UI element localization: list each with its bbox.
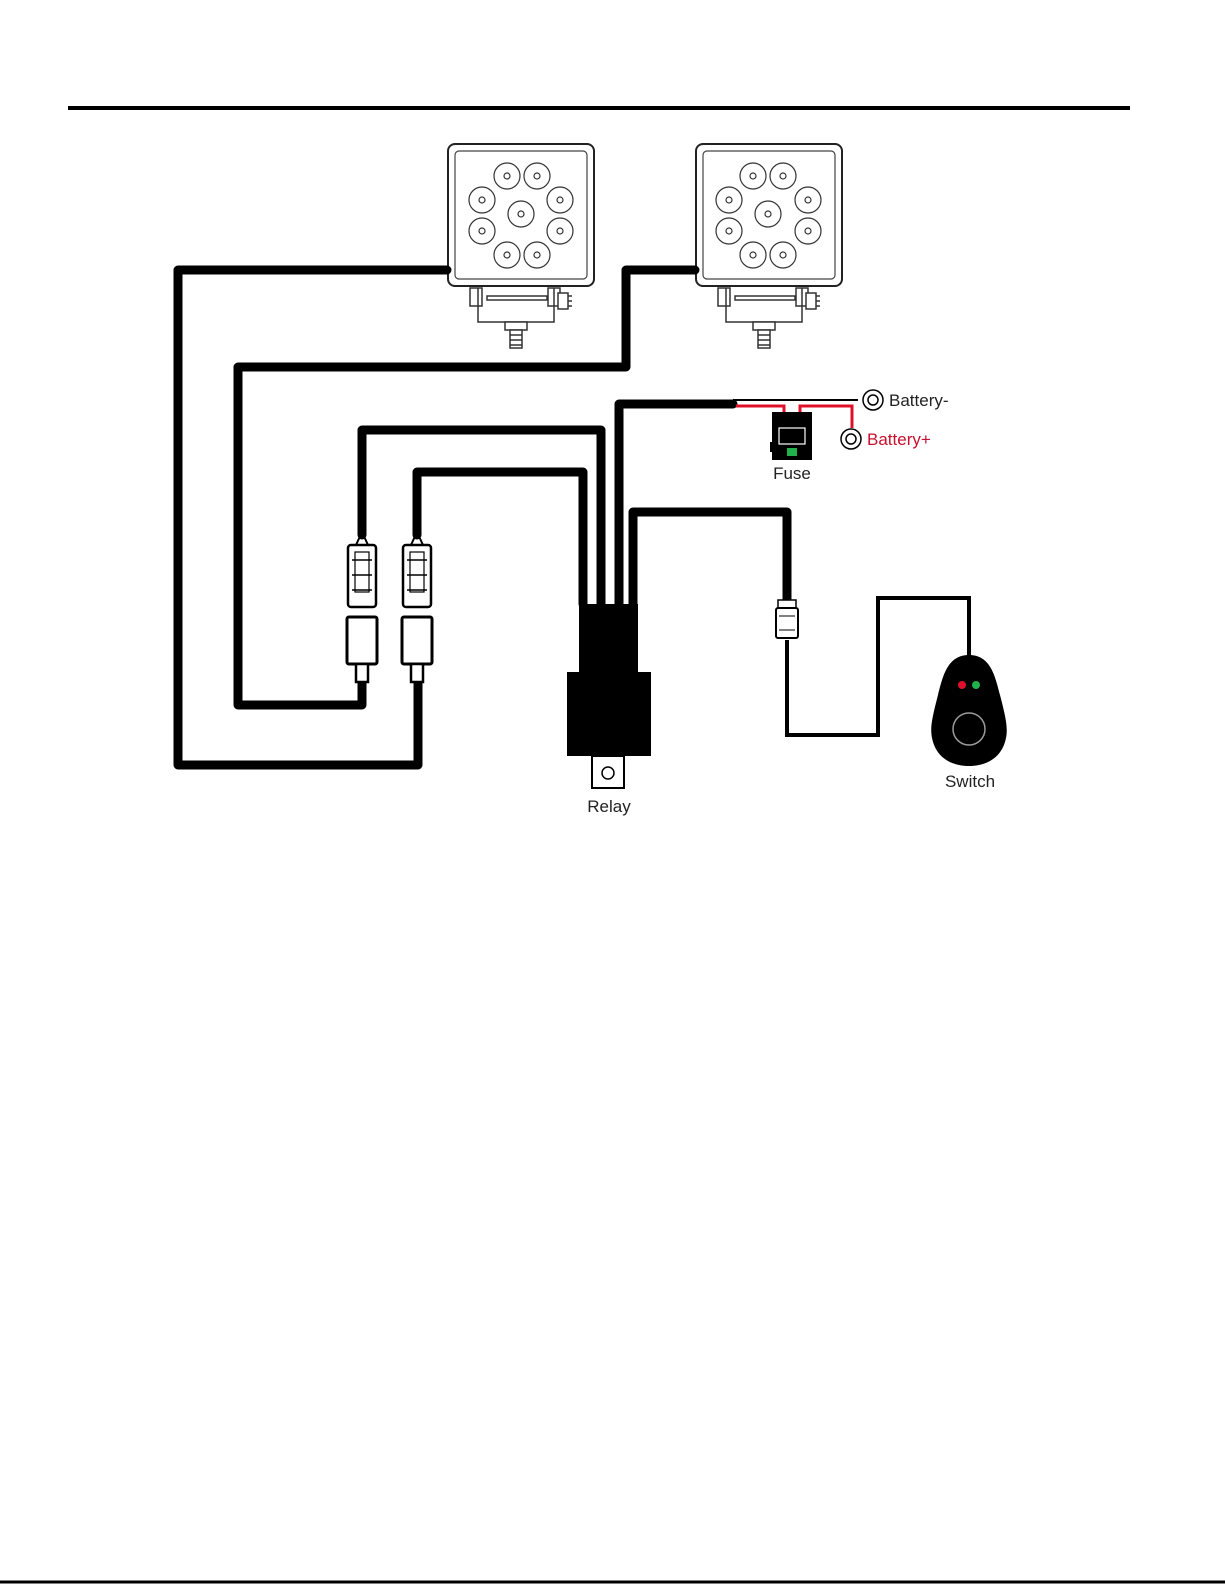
work-light-2	[696, 144, 842, 348]
switch-plug	[776, 600, 798, 638]
connector-right	[402, 532, 432, 682]
switch-led-green	[972, 681, 980, 689]
relay-to-switch-wire	[633, 512, 787, 604]
switch-label: Switch	[945, 772, 995, 791]
switch-led-red	[958, 681, 966, 689]
relay-to-connector-right-wire	[417, 472, 583, 604]
light-1-wire	[178, 270, 447, 765]
rocker-switch-icon	[931, 655, 1007, 766]
battery-positive-terminal-icon	[841, 429, 861, 449]
battery-positive-label: Battery+	[867, 430, 931, 449]
relay-to-connector-left-wire	[362, 430, 601, 604]
relay-label: Relay	[587, 797, 631, 816]
relay-icon	[567, 604, 651, 788]
battery-negative-terminal-icon	[863, 390, 883, 410]
fuse-icon	[770, 412, 812, 460]
light-bracket	[718, 288, 820, 348]
work-light-1	[448, 144, 594, 348]
connector-left	[347, 532, 377, 682]
battery-negative-label: Battery-	[889, 391, 949, 410]
fuse-label: Fuse	[773, 464, 811, 483]
light-bracket	[470, 288, 572, 348]
